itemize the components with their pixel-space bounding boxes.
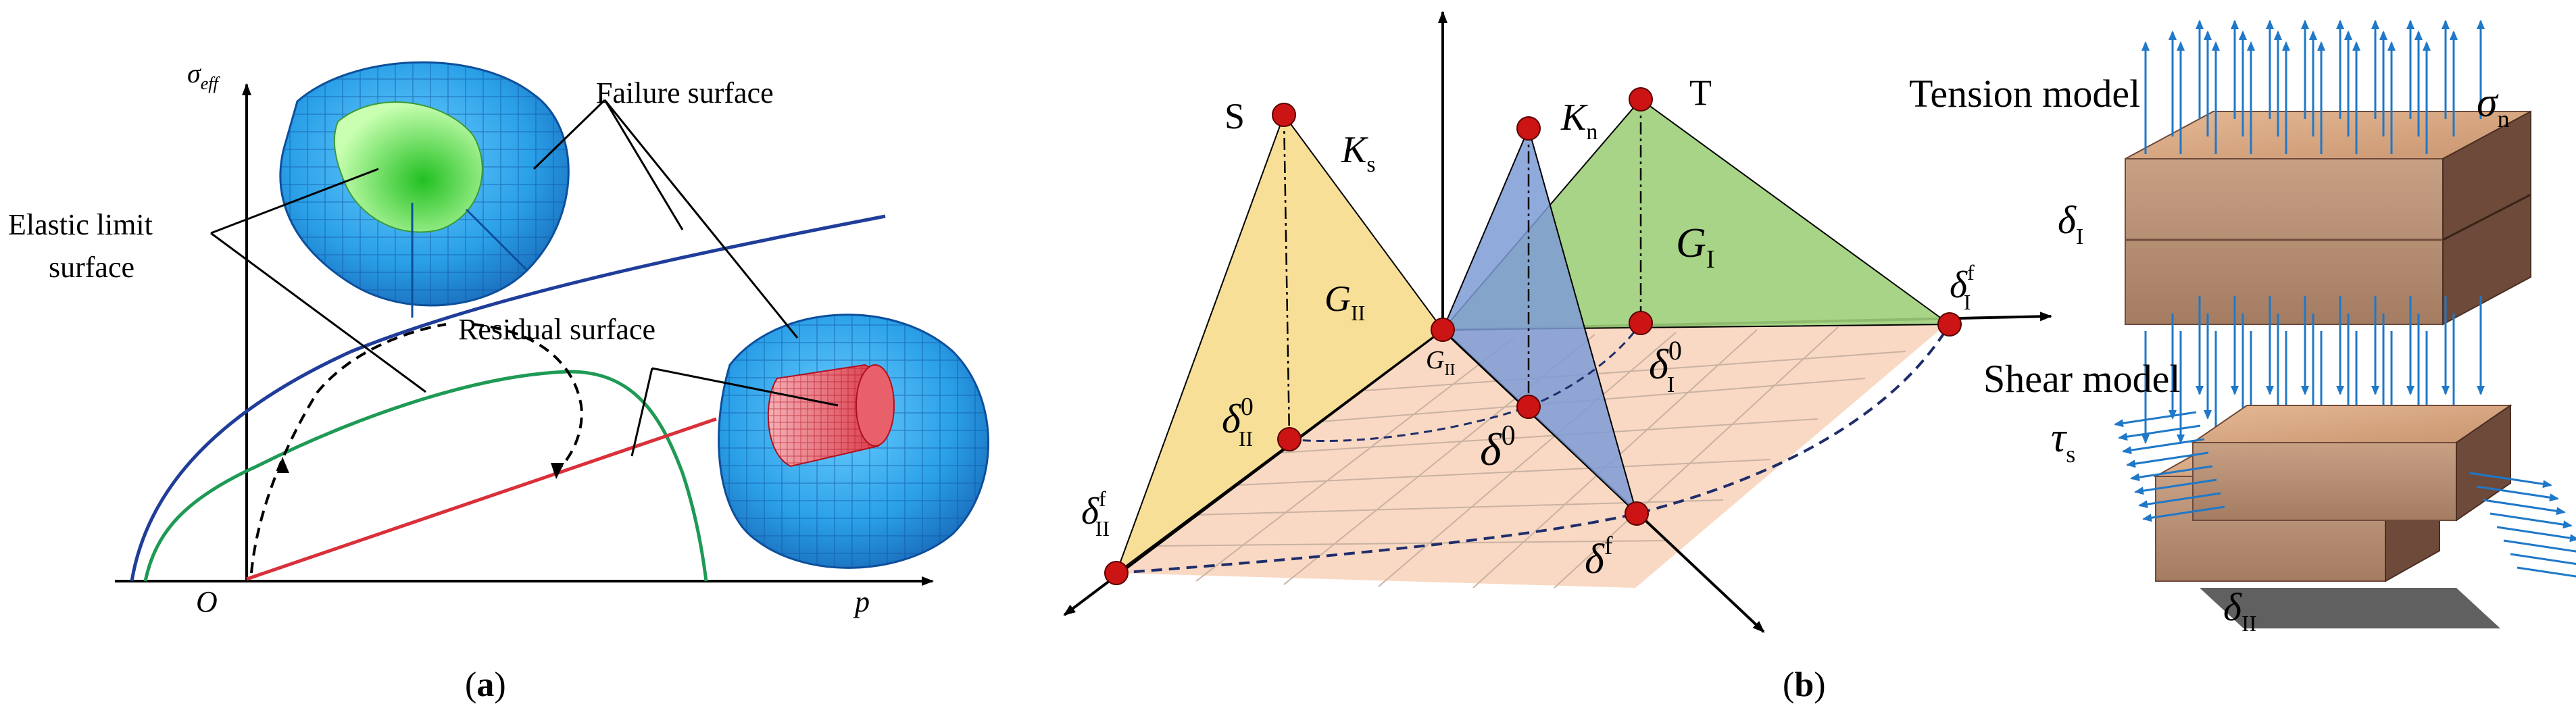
- elastic-limit-curve: [143, 370, 708, 582]
- label-S: S: [1224, 96, 1245, 136]
- tension-delta-label: δI: [2058, 198, 2083, 249]
- shear-delta-label: δII: [2223, 585, 2257, 637]
- failure-surface-label: Failure surface: [596, 76, 774, 109]
- shear-model-title: Shear model: [1983, 357, 2181, 401]
- tension-arrows-up: [2141, 20, 2485, 154]
- label-delta-0: δ0: [1480, 420, 1516, 475]
- a-x-axis-label: p: [853, 585, 870, 618]
- shear-arrow-left: [2126, 451, 2209, 468]
- node-origin: [1431, 318, 1455, 342]
- shear-arrow-left: [2114, 411, 2197, 428]
- caption-b: (b): [1783, 666, 1826, 704]
- label-GII: GII: [1324, 278, 1365, 325]
- node-Kn: [1516, 116, 1541, 141]
- shear-arrow-right: [2483, 499, 2566, 516]
- shear-arrows-left: [2114, 411, 2225, 522]
- shear-arrow-right: [2490, 512, 2573, 529]
- shear-arrow-left: [2138, 492, 2221, 509]
- residual-line: [246, 417, 717, 581]
- tau-s-label: τs: [2051, 415, 2075, 468]
- node-d10: [1629, 311, 1653, 335]
- tension-block: [2125, 110, 2531, 326]
- shear-arrow-left: [2118, 424, 2201, 441]
- failure-curve: [130, 214, 886, 582]
- sigma-n-label: σn: [2477, 80, 2510, 132]
- shear-arrow-right: [2476, 485, 2559, 502]
- panel-a-yield-surfaces: σeff p O Failure surface Elastic limit s…: [8, 58, 989, 704]
- label-GII-small: GII: [1426, 346, 1455, 379]
- softening-dashed-arrow: [472, 323, 583, 474]
- leader-lines-a: [210, 99, 839, 457]
- elastic-limit-label-line2: surface: [49, 251, 134, 284]
- caption-a: (a): [465, 666, 506, 704]
- label-T: T: [1689, 72, 1712, 113]
- shear-arrow-right: [2469, 472, 2552, 489]
- node-d0: [1516, 395, 1541, 419]
- residual-surface-label: Residual surface: [458, 313, 655, 346]
- shear-block: [2153, 404, 2513, 628]
- residual-surface-3d-image: [718, 314, 989, 569]
- initiation-curve: [1289, 322, 1642, 443]
- node-d20: [1277, 427, 1302, 451]
- failure-locus-curve: [1116, 323, 1951, 574]
- shear-mode-triangle: [1114, 113, 1444, 575]
- node-T: [1629, 87, 1653, 111]
- label-GI: GI: [1676, 220, 1714, 274]
- node-d2f: [1104, 561, 1129, 585]
- mixed-mode-triangle: [1441, 126, 1638, 516]
- label-Kn: Kn: [1560, 97, 1597, 145]
- node-df: [1625, 501, 1649, 526]
- shear-arrow-right: [2503, 539, 2576, 553]
- shear-arrow-right: [2517, 566, 2576, 578]
- shear-arrow-right: [2496, 526, 2576, 543]
- node-S: [1272, 103, 1296, 127]
- node-d1f: [1937, 312, 1962, 337]
- tension-model-title: Tension model: [1909, 72, 2140, 116]
- panel-c-loading-models: Tension model σn δI Shear model τs δII: [1909, 20, 2576, 637]
- elastic-surface-3d-image: [279, 61, 570, 318]
- label-delta-f: δf: [1585, 532, 1613, 582]
- shear-peak-dropline: [1283, 114, 1291, 440]
- nodes: [1104, 87, 1962, 585]
- a-origin-label: O: [196, 585, 218, 618]
- shear-arrow-left: [2122, 438, 2205, 455]
- shear-arrow-left: [2134, 478, 2217, 495]
- shear-arrow-left: [2142, 505, 2225, 522]
- shear-arrow-right: [2510, 553, 2576, 566]
- shear-arrows-right: [2469, 472, 2576, 578]
- hardening-dashed-arrow: [250, 323, 447, 574]
- label-Ks: Ks: [1341, 129, 1376, 177]
- elastic-limit-label-line1: Elastic limit: [8, 208, 153, 241]
- a-y-axis-label: σeff: [187, 58, 220, 93]
- shear-arrow-left: [2130, 465, 2213, 482]
